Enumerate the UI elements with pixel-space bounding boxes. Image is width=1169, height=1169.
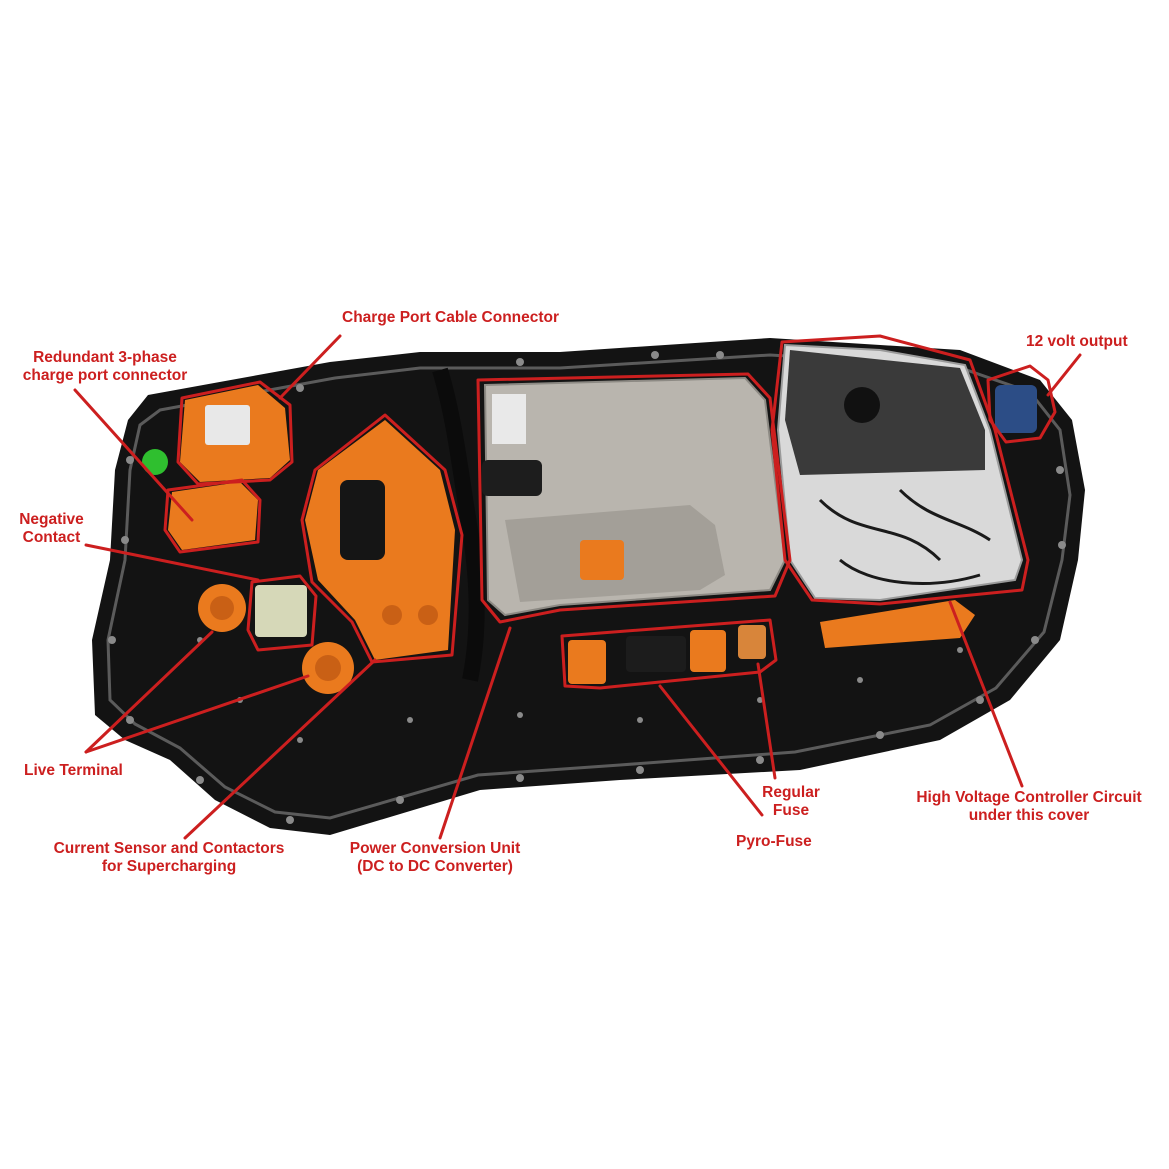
leader-12v xyxy=(1046,353,1082,397)
label-regular-fuse-line1: Regular xyxy=(762,784,820,801)
highlight-outlines xyxy=(163,334,1057,690)
label-power-conversion-line2: (DC to DC Converter) xyxy=(357,858,513,875)
label-current-sensor-line2: for Supercharging xyxy=(101,858,237,875)
frame-bolts xyxy=(108,351,1066,824)
outline-hv-controller xyxy=(770,334,1030,606)
live-terminal-2-core xyxy=(315,655,341,681)
current-sensor xyxy=(255,585,307,637)
outline-redundant-connector xyxy=(163,478,262,554)
redundant-connector xyxy=(168,482,258,550)
leader-redundant xyxy=(73,388,194,522)
label-hv-controller: High Voltage Controller Circuit under th… xyxy=(895,789,1163,825)
label-power-conversion-unit: Power Conversion Unit (DC to DC Converte… xyxy=(330,840,540,876)
outline-dc-dc xyxy=(476,372,792,624)
label-redundant-line2: charge port connector xyxy=(22,367,188,384)
hv-controller-dark-top xyxy=(785,350,985,475)
label-redundant-line1: Redundant 3-phase xyxy=(33,349,177,366)
fuse-terminal-right xyxy=(690,630,726,672)
label-negative-line2: Contact xyxy=(22,529,81,546)
battery-pack-photo xyxy=(92,338,1085,835)
label-negative-contact: Negative Contact xyxy=(4,511,99,547)
live-terminal-1-core xyxy=(210,596,234,620)
regular-fuse-body xyxy=(738,625,766,659)
label-power-conversion-line1: Power Conversion Unit xyxy=(349,840,521,857)
orange-busbar xyxy=(820,600,975,648)
twelve-volt-connector xyxy=(995,385,1037,433)
dc-dc-connector xyxy=(482,460,542,496)
label-pyro-fuse: Pyro-Fuse xyxy=(736,833,812,850)
outline-contactor xyxy=(300,413,464,664)
leader-regular xyxy=(756,662,777,780)
leader-live-2 xyxy=(84,674,310,754)
fuse-terminal-left xyxy=(568,640,606,684)
label-current-sensor-line1: Current Sensor and Contactors xyxy=(53,840,285,857)
hv-round-port xyxy=(844,387,880,423)
wiring-loom xyxy=(432,367,485,682)
leader-charge-port xyxy=(278,334,342,400)
leader-hv-controller xyxy=(948,600,1024,788)
outline-12v xyxy=(986,364,1057,444)
hv-wires xyxy=(818,488,991,585)
label-redundant-charge-port: Redundant 3-phase charge port connector xyxy=(5,349,205,385)
pyro-fuse-body xyxy=(626,636,686,672)
label-negative-line1: Negative xyxy=(19,511,84,528)
leader-live-1 xyxy=(84,630,214,754)
charge-port-white-insert xyxy=(205,405,250,445)
orange-plug xyxy=(580,540,624,580)
outline-current-sensor xyxy=(246,574,318,652)
contactor-lobe-2 xyxy=(418,605,438,625)
barcode-sticker xyxy=(492,394,526,444)
label-current-sensor: Current Sensor and Contactors for Superc… xyxy=(30,840,308,876)
outline-charge-port xyxy=(176,380,294,486)
leader-pyro xyxy=(658,684,764,817)
label-regular-fuse: Regular Fuse xyxy=(746,784,836,820)
contactor-black-part xyxy=(340,480,385,560)
label-regular-fuse-line2: Fuse xyxy=(772,802,810,819)
label-hv-controller-line2: under this cover xyxy=(968,807,1090,824)
label-hv-controller-line1: High Voltage Controller Circuit xyxy=(916,789,1142,806)
leader-negative xyxy=(84,543,260,582)
leader-power-conversion xyxy=(438,626,512,840)
label-12-volt-output: 12 volt output xyxy=(1026,333,1128,350)
contactor-lobe-1 xyxy=(382,605,402,625)
green-marker xyxy=(142,449,168,475)
label-charge-port-cable-connector: Charge Port Cable Connector xyxy=(342,309,560,326)
leader-current-sensor xyxy=(183,658,377,840)
label-live-terminal: Live Terminal xyxy=(24,762,123,779)
leader-lines xyxy=(73,334,1082,840)
